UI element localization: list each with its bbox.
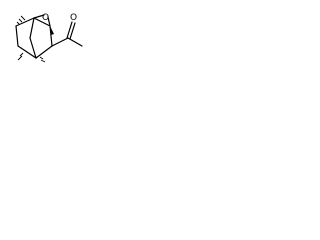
bond-c6-c5 bbox=[17, 45, 37, 59]
bond-bridge-2 bbox=[29, 37, 37, 59]
bond-c5-c4 bbox=[35, 45, 53, 59]
bond-c3-carbonyl bbox=[51, 37, 69, 47]
bond-c1-c6 bbox=[15, 25, 19, 47]
structure-diagram: O O bbox=[15, 13, 83, 63]
stereo-hash-bottom-right bbox=[39, 56, 46, 63]
carbonyl-oxygen-label: O bbox=[70, 13, 77, 23]
stereo-hash-top-left bbox=[16, 15, 26, 25]
stereo-wedge-right bbox=[50, 26, 54, 35]
bond-bridge-1 bbox=[29, 17, 35, 39]
bond-carbonyl-oxygen-b bbox=[69, 22, 76, 40]
bond-carbonyl-oxygen-a bbox=[66, 21, 73, 39]
molecule-canvas: O O bbox=[0, 0, 92, 84]
bond-c3-c4 bbox=[49, 25, 53, 47]
stereo-hash-bottom-left bbox=[17, 52, 24, 61]
bond-c2-oxygen bbox=[33, 14, 45, 19]
bond-oxygen-c3 bbox=[47, 16, 51, 27]
bond-c1-c2 bbox=[15, 17, 35, 27]
bond-c2-c3 bbox=[33, 17, 51, 27]
ring-oxygen-label: O bbox=[42, 13, 49, 23]
